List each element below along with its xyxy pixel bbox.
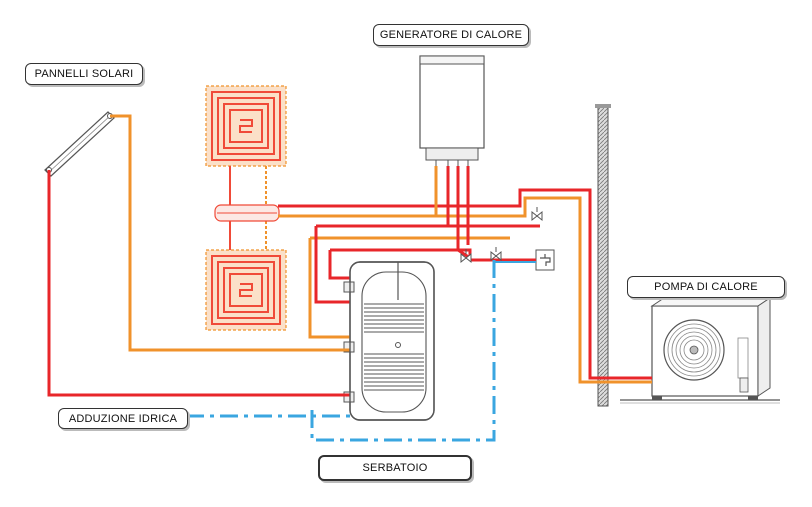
label-serbatoio: SERBATOIO bbox=[318, 455, 472, 481]
radiant-floor-panel-bottom bbox=[205, 249, 287, 331]
label-generatore-di-calore: GENERATORE DI CALORE bbox=[373, 24, 529, 46]
heat-pump-unit bbox=[650, 297, 772, 400]
label-pompa-di-calore: POMPA DI CALORE bbox=[627, 276, 785, 298]
wall bbox=[597, 105, 609, 407]
label-adduzione-idrica: ADDUZIONE IDRICA bbox=[58, 408, 188, 429]
radiant-connectors bbox=[214, 166, 280, 250]
radiant-floor-panel-top bbox=[205, 85, 287, 167]
boiler-pipes bbox=[278, 166, 652, 384]
wall-cap bbox=[595, 104, 611, 108]
label-pannelli-solari: PANNELLI SOLARI bbox=[25, 63, 143, 85]
valve-group bbox=[460, 207, 543, 264]
solar-panel bbox=[44, 111, 115, 177]
hot-water-tap-icon bbox=[535, 249, 555, 271]
boiler-unit bbox=[419, 55, 485, 166]
cold-water-pipes bbox=[186, 260, 536, 442]
storage-tank bbox=[343, 261, 435, 421]
solar-loop-pipes bbox=[47, 114, 350, 397]
